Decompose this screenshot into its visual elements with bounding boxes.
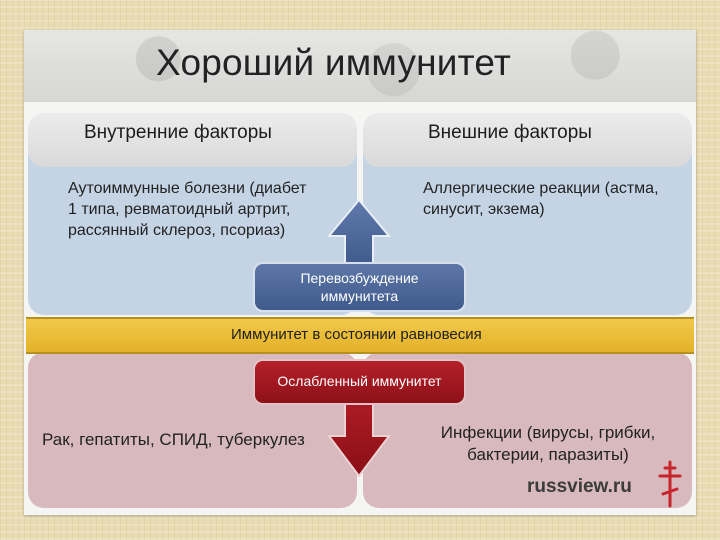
page-title: Хороший иммунитет [156, 42, 512, 83]
over-excitation-label: Перевозбуждение иммунитета [300, 270, 419, 304]
title-band [24, 30, 696, 102]
allergy-text: Аллергические реакции (астма, синусит, э… [423, 180, 659, 218]
cancer-text: Рак, гепатиты, СПИД, туберкулез [42, 430, 305, 449]
external-factors-header: Внешние факторы [428, 122, 592, 143]
over-excitation-box: Перевозбуждение иммунитета [253, 262, 466, 312]
weakened-immunity-label: Ослабленный иммунитет [277, 373, 442, 389]
balance-label: Иммунитет в состоянии равновесия [231, 326, 482, 343]
autoimmune-text: Аутоиммунные болезни (диабет 1 типа, рев… [68, 180, 307, 239]
internal-header-box [28, 113, 357, 167]
infections-text: Инфекции (вирусы, грибки, бактерии, пара… [440, 423, 656, 464]
internal-factors-header: Внутренние факторы [84, 122, 272, 143]
weakened-immunity-box: Ослабленный иммунитет [253, 359, 466, 405]
down-arrow-icon [327, 395, 391, 478]
site-logo: russview.ru [527, 476, 632, 497]
external-header-box [363, 113, 692, 167]
orthodox-cross-icon [658, 460, 682, 508]
balance-band: Иммунитет в состоянии равновесия [26, 317, 694, 354]
slide: Хороший иммунитет Внутренние факторы Вне… [24, 30, 696, 515]
